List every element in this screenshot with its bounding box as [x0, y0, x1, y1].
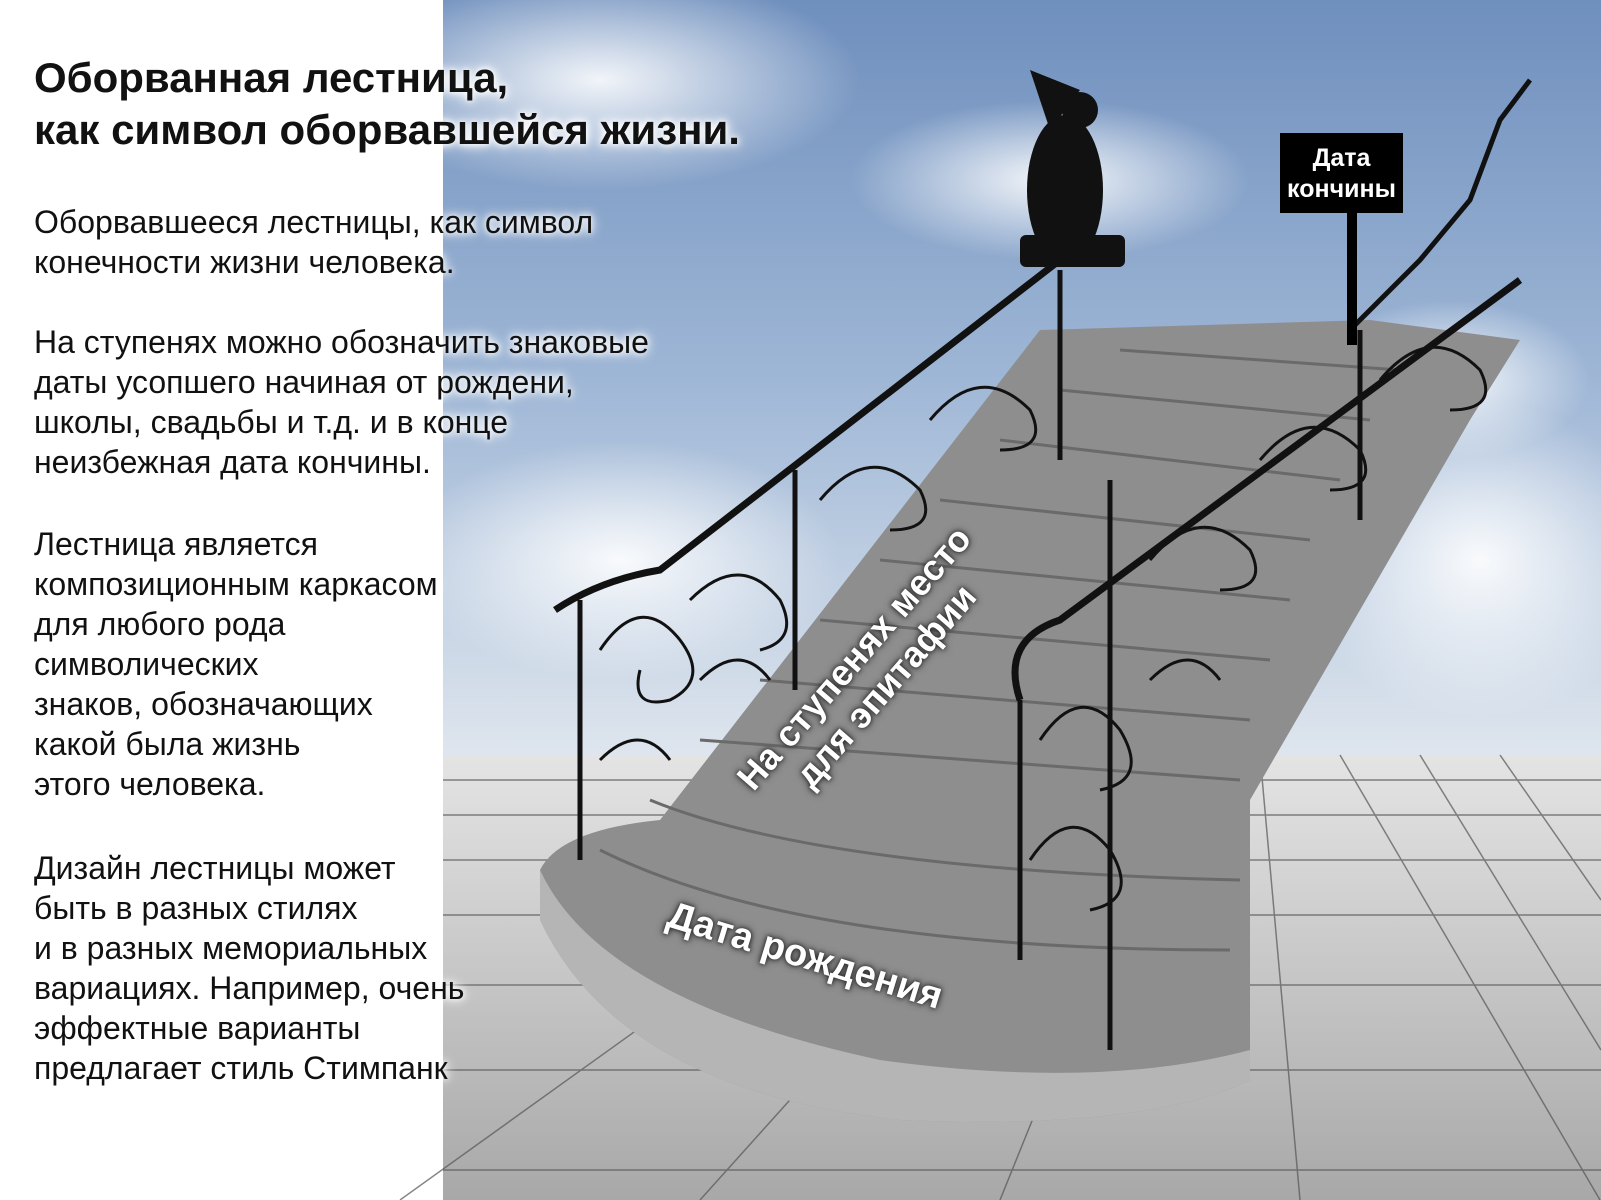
stairs	[540, 320, 1520, 1122]
sign-line: Дата	[1312, 144, 1371, 172]
text-line: Лестница является	[34, 526, 318, 562]
angel-statue-icon	[1020, 70, 1125, 267]
text-line: школы, свадьбы и т.д. и в конце	[34, 404, 509, 440]
text-line: знаков, обозначающих	[34, 686, 373, 722]
text-line: предлагает стиль Стимпанк	[34, 1050, 448, 1086]
text-line: конечности жизни человека.	[34, 244, 455, 280]
paragraph-design: Дизайн лестницы может быть в разных стил…	[34, 848, 464, 1088]
text-line: для любого рода	[34, 606, 286, 642]
text-line: Дизайн лестницы может	[34, 850, 396, 886]
text-line: быть в разных стилях	[34, 890, 358, 926]
text-line: вариациях. Например, очень	[34, 970, 465, 1006]
death-date-sign: Дата кончины	[1280, 133, 1403, 213]
text-line: эффектные варианты	[34, 1010, 361, 1046]
text-line: какой была жизнь	[34, 726, 301, 762]
paragraph-framework: Лестница является композиционным каркасо…	[34, 524, 438, 804]
text-line: Оборвавшееся лестницы, как символ	[34, 204, 594, 240]
text-line: и в разных мемориальных	[34, 930, 428, 966]
sign-post	[1347, 210, 1357, 345]
text-line: этого человека.	[34, 766, 266, 802]
paragraph-symbol: Оборвавшееся лестницы, как символ конечн…	[34, 202, 593, 282]
paragraph-dates: На ступенях можно обозначить знаковые да…	[34, 322, 649, 482]
text-line: символических	[34, 646, 259, 682]
page-title: Оборванная лестница, как символ оборвавш…	[34, 52, 740, 156]
text-line: даты усопшего начиная от рождени,	[34, 364, 574, 400]
text-line: На ступенях можно обозначить знаковые	[34, 324, 649, 360]
wrought-iron-railing	[553, 78, 1532, 1050]
title-line: Оборванная лестница,	[34, 54, 509, 101]
text-line: композиционным каркасом	[34, 566, 438, 602]
text-line: неизбежная дата кончины.	[34, 444, 431, 480]
sign-line: кончины	[1287, 175, 1396, 203]
title-line: как символ оборвавшейся жизни.	[34, 106, 740, 153]
